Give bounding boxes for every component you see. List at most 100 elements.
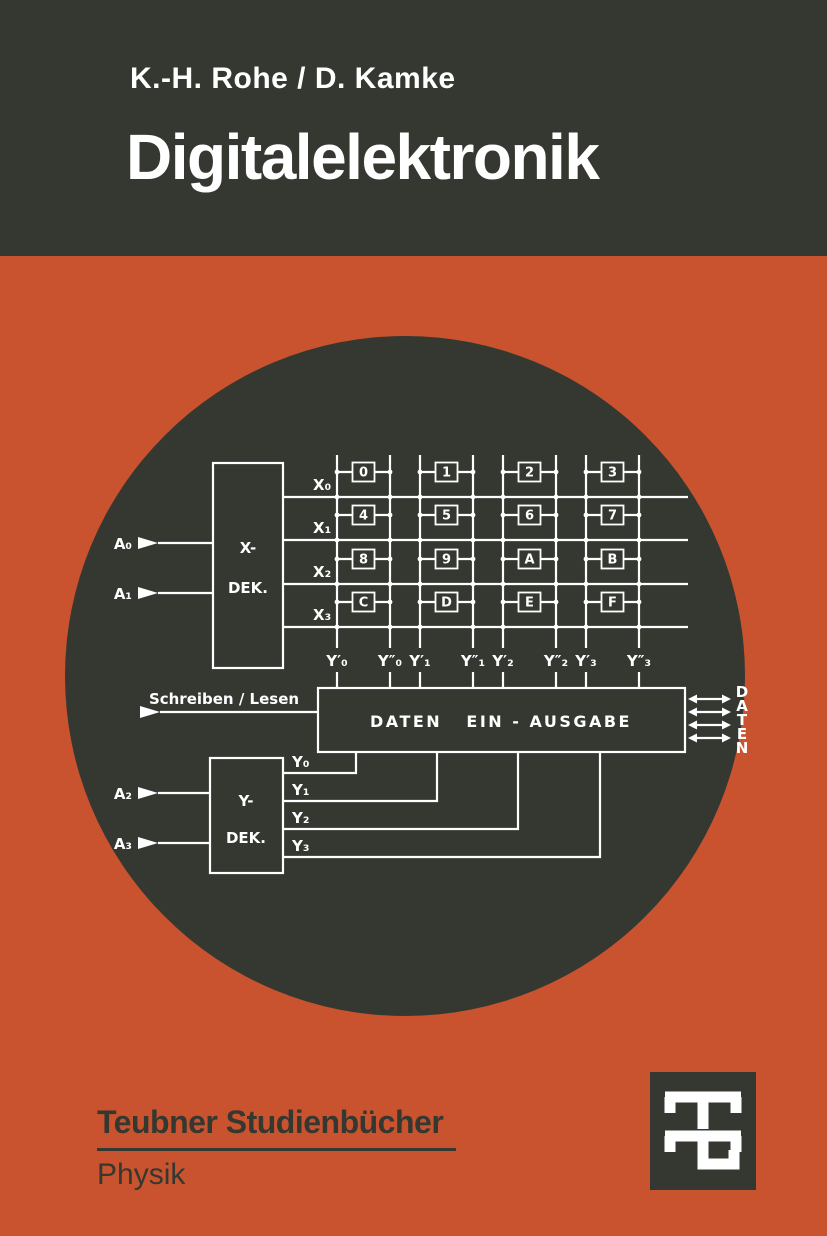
title-band: K.-H. Rohe / D. Kamke Digitalelektronik	[0, 0, 827, 256]
memory-cell-label: F	[608, 596, 617, 611]
junction-dot	[417, 556, 423, 562]
junction-dot	[417, 512, 423, 518]
junction-dot	[387, 469, 393, 475]
y-select-route	[283, 752, 358, 775]
data-io-label: DATEN EIN - AUSGABE	[370, 712, 632, 731]
junction-dot	[583, 469, 589, 475]
memory-cell	[517, 461, 542, 483]
junction-dot	[387, 581, 393, 587]
junction-dot	[636, 537, 642, 543]
bit-line-label: Y′₁	[408, 652, 430, 670]
teubner-tg-glyph	[664, 1091, 742, 1170]
memory-cell-label: 4	[359, 509, 368, 524]
junction-dot	[334, 624, 340, 630]
memory-cell-label: C	[359, 596, 369, 611]
junction-dot	[387, 624, 393, 630]
junction-dot	[417, 469, 423, 475]
input-arrow-icon	[138, 537, 158, 549]
input-arrow-icon	[140, 706, 160, 718]
memory-cell-label: 5	[442, 509, 451, 524]
arrow-left-icon	[688, 694, 697, 704]
bit-line-label: Y″₁	[460, 652, 485, 670]
data-io-box	[316, 686, 687, 754]
memory-cell-label: 7	[608, 509, 617, 524]
series-subtitle: Physik	[97, 1158, 186, 1191]
address-input-label-a1: A₁	[114, 585, 132, 603]
junction-dot	[334, 581, 340, 587]
junction-dot	[470, 624, 476, 630]
memory-cell	[517, 591, 542, 613]
arrow-right-icon	[722, 694, 731, 704]
arrow-right-icon	[722, 720, 731, 730]
junction-dot	[417, 624, 423, 630]
junction-dot	[470, 512, 476, 518]
junction-dot	[417, 599, 423, 605]
memory-cell-label: 2	[525, 466, 534, 481]
junction-dot	[417, 581, 423, 587]
junction-dot	[583, 581, 589, 587]
junction-dot	[387, 599, 393, 605]
memory-cell-label: 6	[525, 509, 534, 524]
junction-dot	[387, 537, 393, 543]
junction-dot	[470, 556, 476, 562]
junction-dot	[636, 556, 642, 562]
memory-cell-label: 0	[359, 466, 368, 481]
data-bus-letter: T	[737, 711, 748, 729]
junction-dot	[417, 537, 423, 543]
circle-background	[65, 336, 745, 1016]
series-block: Teubner Studienbücher Physik	[97, 1103, 456, 1192]
junction-dot	[470, 581, 476, 587]
word-line-label: X₀	[313, 476, 331, 494]
teubner-logo-mark	[664, 1091, 742, 1170]
bit-line-label: Y″₃	[626, 652, 651, 670]
y-select-route	[283, 752, 602, 859]
y-select-route	[283, 752, 439, 803]
memory-cell	[517, 548, 542, 570]
authors: K.-H. Rohe / D. Kamke	[130, 62, 456, 95]
junction-dot	[500, 581, 506, 587]
y-select-route	[283, 752, 520, 831]
junction-dot	[500, 624, 506, 630]
memory-cell	[517, 504, 542, 526]
address-input-label-a0: A₀	[114, 535, 132, 553]
bit-line-label: Y″₂	[543, 652, 568, 670]
memory-cell	[434, 591, 459, 613]
junction-dot	[500, 537, 506, 543]
junction-dot	[334, 537, 340, 543]
junction-dot	[553, 556, 559, 562]
memory-cell-label: 3	[608, 466, 617, 481]
memory-cell-label: 8	[359, 553, 368, 568]
y-decoder-label-line2: DEK.	[226, 829, 266, 847]
memory-cell	[600, 591, 625, 613]
y-output-label: Y₂	[291, 809, 309, 827]
memory-cell	[600, 548, 625, 570]
write-read-label: Schreiben / Lesen	[149, 690, 299, 708]
y-output-label: Y₁	[291, 781, 309, 799]
x-decoder-box	[211, 461, 285, 670]
word-line-label: X₃	[313, 606, 331, 624]
junction-dot	[500, 494, 506, 500]
memory-cell	[600, 461, 625, 483]
arrow-left-icon	[688, 707, 697, 717]
junction-dot	[334, 469, 340, 475]
junction-dot	[583, 494, 589, 500]
address-input-label-a2: A₂	[114, 785, 132, 803]
junction-dot	[500, 556, 506, 562]
series-title: Teubner Studienbücher	[97, 1104, 444, 1140]
arrow-right-icon	[722, 733, 731, 743]
memory-cell-label: D	[441, 596, 452, 611]
memory-cell-label: 9	[442, 553, 451, 568]
junction-dot	[553, 494, 559, 500]
junction-dot	[583, 537, 589, 543]
memory-cell	[351, 548, 376, 570]
y-decoder-box	[208, 756, 285, 875]
junction-dot	[636, 624, 642, 630]
junction-dot	[387, 512, 393, 518]
junction-dot	[553, 581, 559, 587]
y-output-label: Y₀	[291, 753, 309, 771]
data-bus-letter: N	[736, 739, 749, 757]
y-decoder-label-line1: Y-	[238, 792, 254, 810]
memory-cell-label: E	[525, 596, 534, 611]
junction-dot	[470, 469, 476, 475]
